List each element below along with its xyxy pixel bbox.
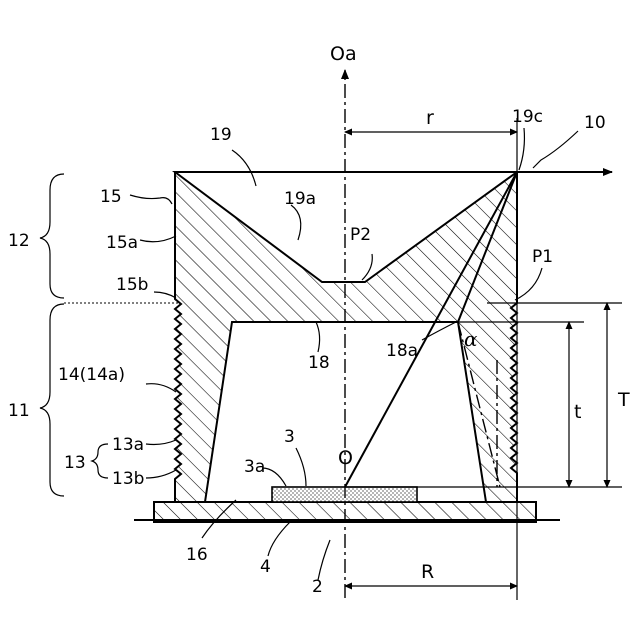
leader-19c — [519, 128, 524, 170]
leader-15 — [130, 195, 172, 204]
label-3a: 3a — [244, 457, 265, 477]
label-14: 14(14a) — [58, 365, 125, 385]
brace-12 — [40, 174, 64, 298]
label-13b: 13b — [112, 469, 144, 489]
leader-2 — [318, 540, 330, 580]
brace-11 — [40, 304, 64, 496]
label-19a: 19a — [284, 189, 316, 209]
label-19c: 19c — [512, 107, 543, 127]
label-P1: P1 — [532, 247, 553, 267]
leader-4 — [268, 522, 290, 556]
label-12: 12 — [8, 231, 30, 251]
label-15: 15 — [100, 187, 122, 207]
label-18a: 18a — [386, 341, 418, 361]
label-15a: 15a — [106, 233, 138, 253]
label-r: r — [426, 107, 434, 129]
label-10: 10 — [584, 113, 606, 133]
leader-14 — [146, 384, 176, 392]
label-13a: 13a — [112, 435, 144, 455]
label-18: 18 — [308, 353, 330, 373]
leader-13a — [146, 440, 176, 445]
label-16: 16 — [186, 545, 208, 565]
label-R: R — [421, 561, 434, 583]
label-alpha: α — [464, 327, 478, 351]
leader-13b — [146, 470, 176, 478]
label-P2: P2 — [350, 225, 371, 245]
label-13: 13 — [64, 453, 86, 473]
label-3: 3 — [284, 427, 295, 447]
label-t: t — [574, 401, 581, 423]
label-axis-oa: Oa — [330, 43, 357, 65]
label-15b: 15b — [116, 275, 148, 295]
leader-15b — [154, 292, 176, 298]
label-19: 19 — [210, 125, 232, 145]
leader-15a — [140, 236, 176, 242]
brace-13 — [92, 444, 108, 478]
label-11: 11 — [8, 401, 30, 421]
label-O: O — [338, 447, 353, 469]
label-4: 4 — [260, 557, 271, 577]
leader-P1 — [515, 268, 542, 300]
label-T: T — [617, 389, 630, 411]
label-2: 2 — [312, 577, 323, 597]
leader-10 — [533, 131, 578, 168]
